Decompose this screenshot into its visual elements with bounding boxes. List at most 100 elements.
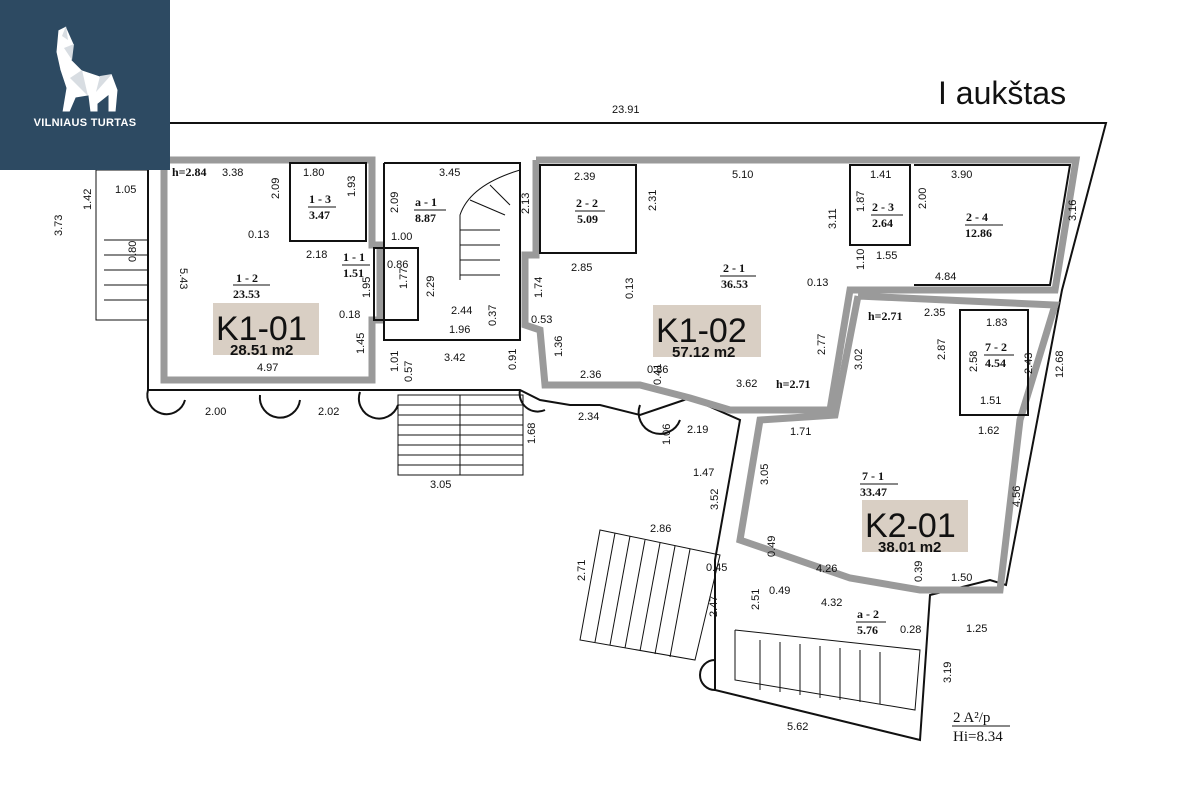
room-1-3-outline <box>289 162 367 242</box>
ceiling-height: h=2.84 <box>172 165 207 179</box>
dimension-label: 5.10 <box>732 169 753 181</box>
dimension-label: 4.84 <box>935 271 956 283</box>
dimension-label: 2.13 <box>520 193 532 214</box>
dimension-label: 3.42 <box>444 352 465 364</box>
dimension-label: 1.42 <box>82 189 94 210</box>
unit-area: 38.01 m2 <box>878 539 941 556</box>
bay-window <box>637 404 681 435</box>
stair-a-2 <box>734 629 921 711</box>
dimension-label: 0.91 <box>507 349 519 370</box>
svg-text:1 - 3: 1 - 3 <box>309 192 331 206</box>
dimension-label: 1.80 <box>303 167 324 179</box>
dimension-label: 0.13 <box>248 229 269 241</box>
room-label: 1 - 11.51 <box>342 250 370 280</box>
dimension-label: 2.00 <box>205 406 226 418</box>
svg-text:2.64: 2.64 <box>872 216 893 230</box>
dimension-label: 23.91 <box>612 104 640 116</box>
dimension-label: 3.11 <box>827 208 839 229</box>
room-label: a - 18.87 <box>414 195 446 225</box>
dimension-label: 0.39 <box>913 561 925 582</box>
dimension-label: 2.77 <box>816 334 828 355</box>
svg-text:a - 2: a - 2 <box>857 607 879 621</box>
dimension-label: 3.52 <box>709 489 721 510</box>
stair-hall-outline <box>383 162 521 341</box>
room-label: 2 - 412.86 <box>965 210 1003 240</box>
room-label: 1 - 3 3.47 <box>308 192 336 222</box>
dimension-label: 2.29 <box>425 276 437 297</box>
dimension-label: 3.16 <box>1067 200 1079 221</box>
svg-text:1.51: 1.51 <box>343 266 364 280</box>
svg-text:23.53: 23.53 <box>233 287 260 301</box>
unit-k1-02-walls <box>521 156 1081 414</box>
room-1-1-outline <box>373 247 419 321</box>
dimension-label: 0.86 <box>647 364 668 376</box>
bay-window <box>518 389 546 413</box>
dimension-label: 2.00 <box>917 188 929 209</box>
svg-text:3.47: 3.47 <box>309 208 330 222</box>
dimension-label: 1.87 <box>855 191 867 212</box>
svg-text:7 - 2: 7 - 2 <box>985 340 1007 354</box>
dimension-label: 0.37 <box>487 305 499 326</box>
dimension-label: 1.93 <box>346 176 358 197</box>
svg-text:12.86: 12.86 <box>965 226 992 240</box>
dimension-label: 0.86 <box>387 259 408 271</box>
unit-tag-k1-01: K1-01 28.51 m2 <box>213 303 319 359</box>
dimension-label: 4.32 <box>821 597 842 609</box>
room-label: 7 - 133.47 <box>860 469 898 499</box>
dimension-label: 2.31 <box>647 190 659 211</box>
room-2-2-outline <box>539 164 637 254</box>
dimension-label: 2.51 <box>750 589 762 610</box>
dimension-label: 1.55 <box>876 250 897 262</box>
dimension-label: 2.87 <box>936 339 948 360</box>
svg-text:2 - 1: 2 - 1 <box>723 261 745 275</box>
svg-text:a - 1: a - 1 <box>415 195 437 209</box>
dimension-label: 1.47 <box>693 467 714 479</box>
brand-name: VILNIAUS TURTAS <box>33 117 137 129</box>
svg-text:36.53: 36.53 <box>721 277 748 291</box>
dimension-label: 2.02 <box>318 406 339 418</box>
bay-window <box>699 659 716 691</box>
svg-text:Hi=8.34: Hi=8.34 <box>953 729 1003 745</box>
dimension-label: 2.71 <box>576 560 588 581</box>
unit-code: K1-01 <box>216 310 307 348</box>
dimension-label: 0.45 <box>706 562 727 574</box>
dimension-label: 0.49 <box>769 585 790 597</box>
dimension-label: 0.41 <box>652 364 664 385</box>
dimension-label: 3.38 <box>222 167 243 179</box>
unit-area: 28.51 m2 <box>230 342 293 359</box>
dimension-label: 1.68 <box>526 423 538 444</box>
dimension-label: 1.45 <box>355 333 367 354</box>
svg-text:7 - 1: 7 - 1 <box>862 469 884 483</box>
stair-a-1 <box>459 169 521 280</box>
lower-exterior-stair <box>579 529 721 661</box>
dimension-label: 1.25 <box>966 623 987 635</box>
room-label: a - 25.76 <box>856 607 886 637</box>
dimension-label: 2.47 <box>708 596 720 617</box>
dimension-label: 1.10 <box>855 249 867 270</box>
dimension-label: 0.18 <box>339 309 360 321</box>
dimension-label: 0.28 <box>900 624 921 636</box>
svg-text:4.54: 4.54 <box>985 356 1006 370</box>
dimension-label: 5.43 <box>177 268 189 289</box>
dimension-label: 3.05 <box>430 479 451 491</box>
room-2-4-outline <box>914 164 1072 286</box>
dimension-label: 0.53 <box>531 314 552 326</box>
dimension-label: 1.74 <box>533 277 545 298</box>
svg-text:2 - 3: 2 - 3 <box>872 200 894 214</box>
room-2-3-outline <box>849 164 911 246</box>
dimension-label: 1.83 <box>986 317 1007 329</box>
bay-window <box>146 389 186 416</box>
bay-window <box>258 394 301 419</box>
unit-code: K1-02 <box>656 312 747 350</box>
dimension-label: 1.96 <box>449 324 470 336</box>
dimension-label: 0.57 <box>403 361 415 382</box>
dimension-label: 2.39 <box>574 171 595 183</box>
dimension-label: 3.45 <box>439 167 460 179</box>
dimension-label: 1.51 <box>980 395 1001 407</box>
unit-area: 57.12 m2 <box>672 344 735 361</box>
unit-tag-k1-02: K1-02 57.12 m2 <box>653 305 761 361</box>
svg-text:1 - 2: 1 - 2 <box>236 271 258 285</box>
dimension-label: 2.09 <box>270 178 282 199</box>
dimension-label: 2.19 <box>687 424 708 436</box>
